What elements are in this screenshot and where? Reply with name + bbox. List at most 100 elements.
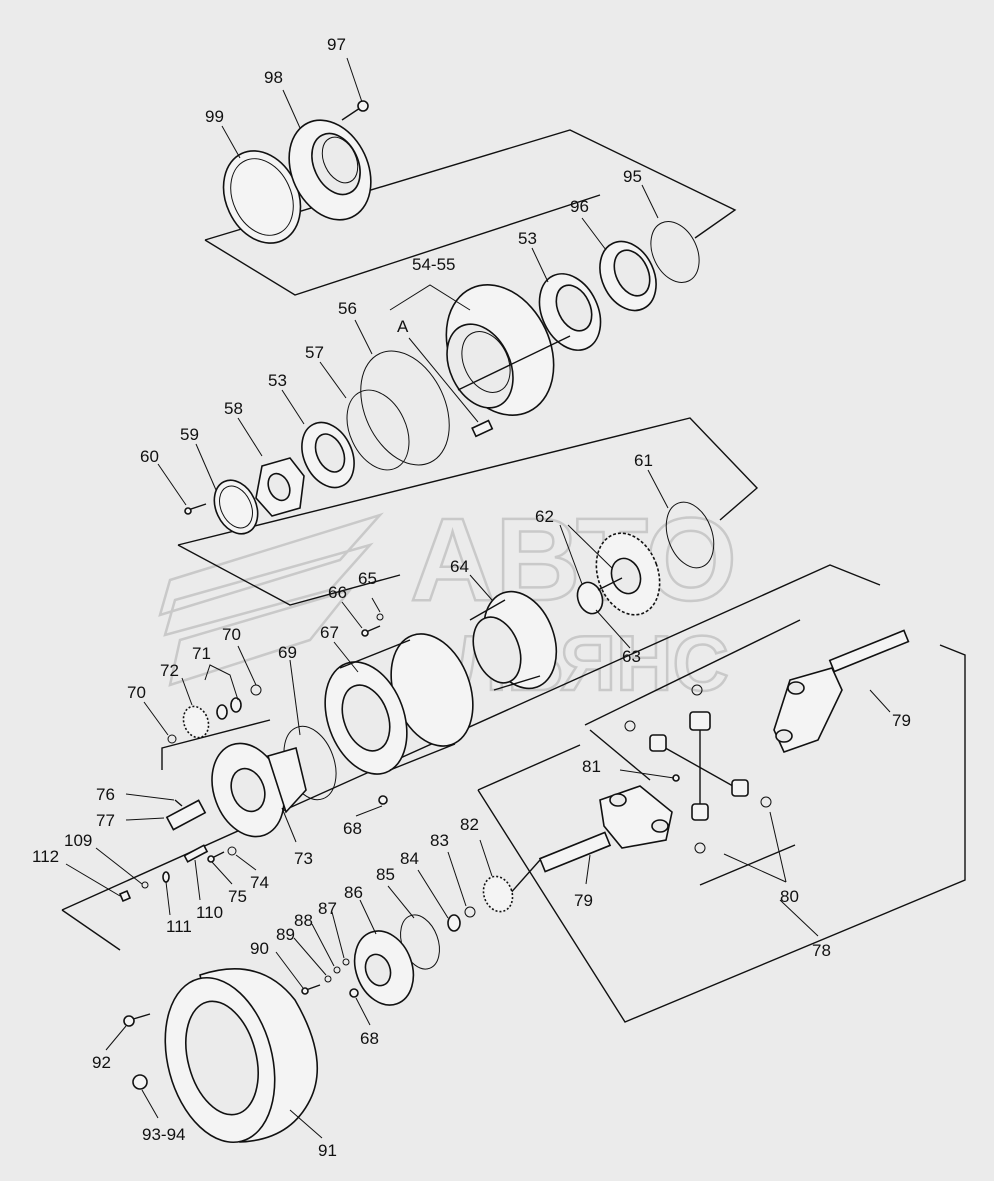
hub-54-55 bbox=[445, 284, 571, 416]
flange-98 bbox=[288, 119, 372, 221]
bolt-97 bbox=[341, 100, 369, 121]
washer-88 bbox=[333, 966, 341, 974]
callout-53-top: 53 bbox=[518, 229, 537, 248]
callout-93-94: 93-94 bbox=[142, 1125, 185, 1144]
group-outlines bbox=[61, 129, 966, 1023]
callout-79-left: 79 bbox=[574, 891, 593, 910]
callout-89: 89 bbox=[276, 925, 295, 944]
housing-67 bbox=[324, 633, 474, 775]
bolt-75 bbox=[207, 851, 225, 863]
nut-58 bbox=[255, 457, 305, 517]
callout-57: 57 bbox=[305, 343, 324, 362]
bolt-90 bbox=[301, 984, 321, 995]
callout-77: 77 bbox=[96, 811, 115, 830]
callout-80: 80 bbox=[780, 887, 799, 906]
planet-gear-72 bbox=[182, 705, 210, 739]
bearing-53-mid bbox=[301, 421, 355, 489]
callout-70-upper: 70 bbox=[222, 625, 241, 644]
callout-109: 109 bbox=[64, 831, 92, 850]
carrier-63 bbox=[576, 577, 623, 615]
washer-70-left bbox=[167, 734, 177, 744]
bolt-112 bbox=[118, 889, 132, 903]
callout-84: 84 bbox=[400, 849, 419, 868]
callout-71: 71 bbox=[192, 644, 211, 663]
bearing-53-top bbox=[538, 273, 602, 351]
callout-111: 111 bbox=[166, 917, 192, 936]
callout-58: 58 bbox=[224, 399, 243, 418]
o-ring-56 bbox=[360, 350, 450, 466]
callout-72: 72 bbox=[160, 661, 179, 680]
callout-67: 67 bbox=[320, 623, 339, 642]
callout-81: 81 bbox=[582, 757, 601, 776]
cover-86 bbox=[353, 930, 415, 1006]
callout-110: 110 bbox=[196, 903, 223, 922]
yoke-shaft-79-right bbox=[773, 629, 910, 753]
roller-cage-64 bbox=[469, 590, 558, 691]
callout-75: 75 bbox=[228, 887, 247, 906]
watermark-stripes-logo bbox=[158, 512, 384, 687]
callout-82: 82 bbox=[460, 815, 479, 834]
plug-87 bbox=[342, 958, 350, 966]
spacer-84 bbox=[447, 914, 461, 932]
washer-59 bbox=[213, 479, 259, 535]
brake-drum-91 bbox=[164, 968, 319, 1144]
o-ring-57 bbox=[346, 389, 410, 471]
leader-lines bbox=[65, 57, 891, 1139]
callout-87: 87 bbox=[318, 899, 337, 918]
stud-A bbox=[471, 419, 494, 438]
callout-76: 76 bbox=[96, 785, 115, 804]
callout-78: 78 bbox=[812, 941, 831, 960]
callout-83: 83 bbox=[430, 831, 449, 850]
nut-93-94 bbox=[132, 1074, 148, 1090]
callout-86: 86 bbox=[344, 883, 363, 902]
callout-95: 95 bbox=[623, 167, 642, 186]
callout-59: 59 bbox=[180, 425, 199, 444]
bolt-60 bbox=[184, 503, 207, 515]
callout-63: 63 bbox=[622, 647, 641, 666]
callout-97: 97 bbox=[327, 35, 346, 54]
washer-70-right bbox=[250, 684, 262, 696]
callout-88: 88 bbox=[294, 911, 313, 930]
callout-A: A bbox=[397, 317, 409, 336]
stud-110 bbox=[183, 844, 209, 863]
spider-80 bbox=[624, 684, 772, 854]
callout-68-lower: 68 bbox=[360, 1029, 379, 1048]
washer-111 bbox=[162, 871, 170, 883]
callout-53-mid: 53 bbox=[268, 371, 287, 390]
callout-65: 65 bbox=[358, 569, 377, 588]
bolt-92 bbox=[123, 1013, 151, 1027]
callout-92: 92 bbox=[92, 1053, 111, 1072]
spring-76 bbox=[174, 799, 183, 807]
callout-98: 98 bbox=[264, 68, 283, 87]
callout-74: 74 bbox=[250, 873, 269, 892]
callout-66: 66 bbox=[328, 583, 347, 602]
washer-65 bbox=[376, 613, 384, 621]
bolt-66 bbox=[361, 625, 381, 637]
washer-109 bbox=[141, 881, 149, 889]
carrier-plate-73 bbox=[211, 742, 307, 838]
callout-85: 85 bbox=[376, 865, 395, 884]
washer-74 bbox=[227, 846, 237, 856]
callout-91: 91 bbox=[318, 1141, 337, 1160]
washer-89 bbox=[324, 975, 332, 983]
callout-64: 64 bbox=[450, 557, 469, 576]
callout-70-lower: 70 bbox=[127, 683, 146, 702]
callout-96: 96 bbox=[570, 197, 589, 216]
seal-96 bbox=[599, 240, 657, 312]
sun-gear-82 bbox=[482, 875, 514, 913]
plug-68-lower bbox=[349, 988, 359, 998]
callout-99: 99 bbox=[205, 107, 224, 126]
callout-69: 69 bbox=[278, 643, 297, 662]
callout-54-55: 54-55 bbox=[412, 255, 455, 274]
yoke-shaft-79-left bbox=[538, 785, 673, 873]
ring-gear-62 bbox=[595, 532, 661, 616]
snap-ring-61 bbox=[665, 501, 715, 569]
snap-ring-95 bbox=[650, 221, 700, 283]
rollers-71 bbox=[216, 697, 242, 720]
callout-62: 62 bbox=[535, 507, 554, 526]
callout-56: 56 bbox=[338, 299, 357, 318]
callout-73: 73 bbox=[294, 849, 313, 868]
callout-68-upper: 68 bbox=[343, 819, 362, 838]
